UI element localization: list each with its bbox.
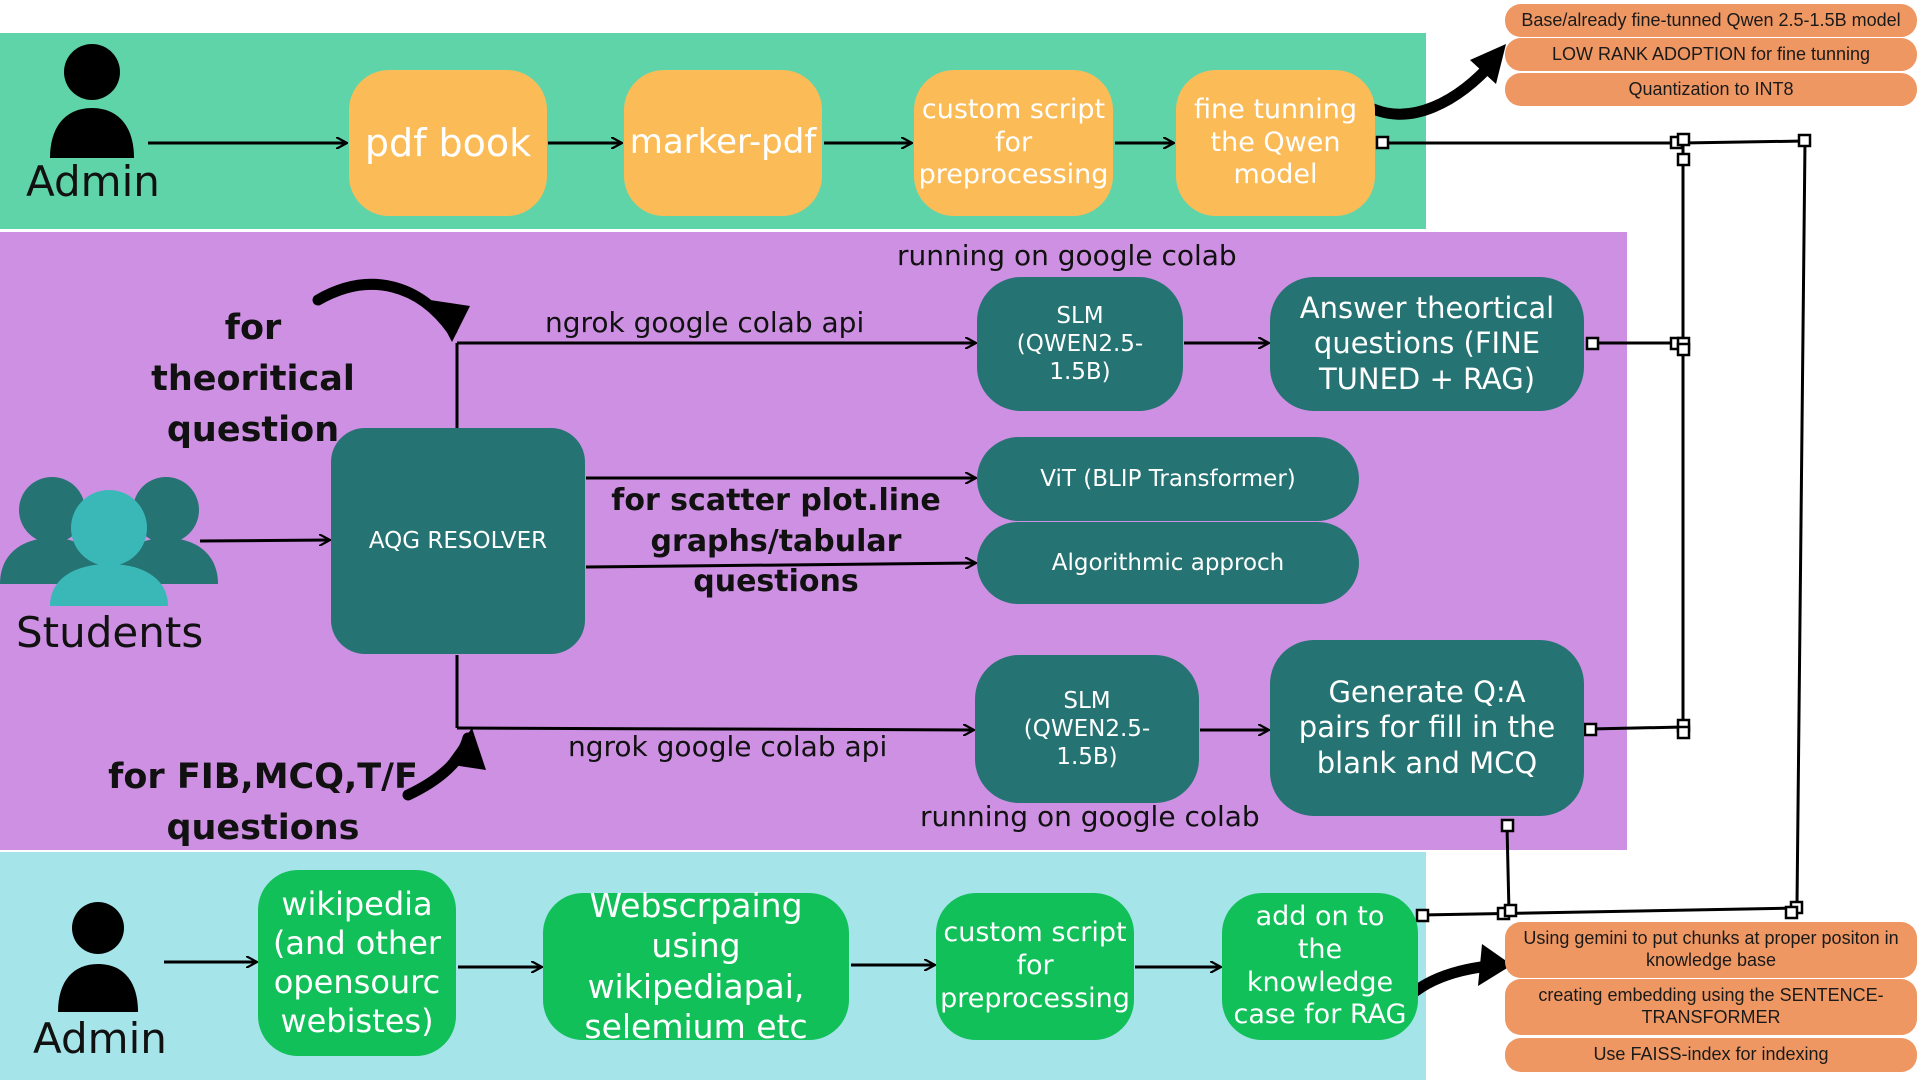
finetune-note-lora: LOW RANK ADOPTION for fine tunning	[1505, 38, 1917, 71]
students-icon	[0, 477, 218, 606]
pdf-book-node: pdf book	[349, 70, 547, 216]
rag-note-gemini-chunks: Using gemini to put chunks at proper pos…	[1505, 922, 1917, 978]
rag-note-faiss: Use FAISS-index for indexing	[1505, 1038, 1917, 1072]
ngrok-top-label: ngrok google colab api	[545, 306, 865, 339]
running-colab-bottom-label: running on google colab	[920, 800, 1260, 833]
arrow-to-slm-bottom	[456, 728, 973, 730]
answer-theoretical-node: Answer theortical questions (FINE TUNED …	[1270, 277, 1584, 411]
algorithmic-node: Algorithmic approch	[977, 522, 1359, 604]
scatter-plot-question-label: for scatter plot.line graphs/tabular que…	[611, 483, 941, 599]
curved-arrow-finetune-notes	[1359, 54, 1501, 120]
admin-bottom-label: Admin	[33, 1014, 167, 1063]
admin-bottom-icon	[58, 902, 138, 1012]
wikipedia-node: wikipedia (and other opensourc webistes)	[258, 870, 456, 1056]
arrow-resolver-to-algo	[585, 563, 975, 567]
theoretical-question-label: for theoritical question	[151, 308, 355, 450]
custom-script-top-node: custom script for preprocessing	[914, 70, 1113, 216]
slm-top-node: SLM (QWEN2.5-1.5B)	[977, 277, 1183, 411]
running-colab-top-label: running on google colab	[897, 239, 1237, 272]
rag-note-embeddings: creating embedding using the SENTENCE-TR…	[1505, 979, 1917, 1035]
link-generate-to-network	[1589, 725, 1684, 731]
knowledge-base-node: add on to the knowledge case for RAG	[1222, 893, 1418, 1040]
webscraping-node: Webscrpaing using wikipediapai, selemium…	[543, 886, 849, 1046]
link-knowledge-to-network	[1420, 906, 1798, 917]
ngrok-bottom-label: ngrok google colab api	[568, 730, 888, 763]
students-label: Students	[16, 608, 204, 657]
arrow-students-to-resolver	[199, 540, 329, 541]
finetune-note-quantization: Quantization to INT8	[1505, 73, 1917, 106]
custom-script-bottom-node: custom script for preprocessing	[936, 893, 1134, 1040]
fine-tuning-node: fine tunning the Qwen model	[1176, 70, 1375, 216]
aqg-resolver-node: AQG RESOLVER	[331, 428, 585, 654]
admin-top-icon	[50, 44, 134, 158]
finetune-note-base-model: Base/already fine-tunned Qwen 2.5-1.5B m…	[1505, 4, 1917, 37]
fib-mcq-question-label: for FIB,MCQ,T/F questions	[108, 757, 418, 848]
admin-top-label: Admin	[26, 157, 160, 206]
marker-pdf-node: marker-pdf	[624, 70, 822, 216]
vit-node: ViT (BLIP Transformer)	[977, 437, 1359, 521]
slm-bottom-node: SLM (QWEN2.5-1.5B)	[975, 655, 1199, 803]
generate-qa-node: Generate Q:A pairs for fill in the blank…	[1270, 640, 1584, 816]
